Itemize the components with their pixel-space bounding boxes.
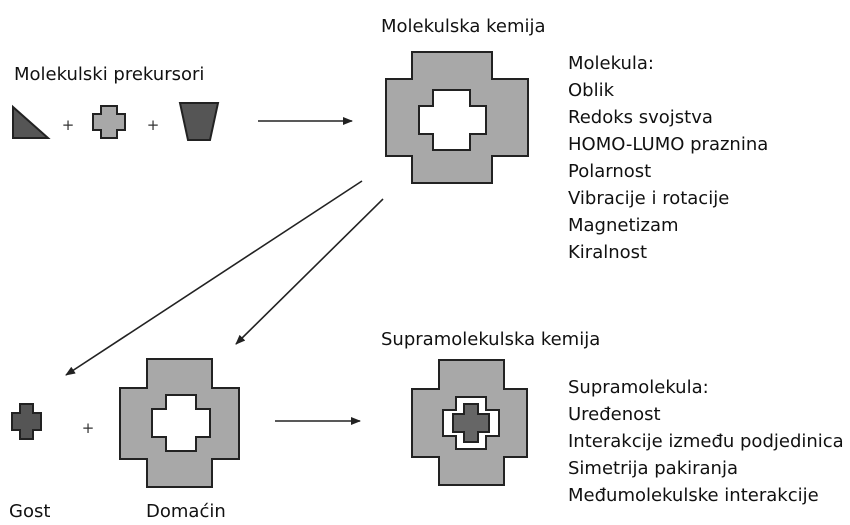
bound-guest-shape — [452, 403, 490, 443]
molecule-property: Vibracije i rotacije — [568, 188, 730, 209]
supramolecule-property: Međumolekulske interakcije — [568, 485, 819, 506]
arrow-to-host — [235, 198, 384, 345]
supramolecule-heading: Supramolekula: — [568, 377, 709, 398]
supramolecule-property: Interakcije između podjedinica — [568, 431, 844, 452]
molecule-cavity — [418, 89, 487, 151]
host-cavity — [151, 394, 211, 452]
trapezoid-precursor — [178, 102, 220, 141]
plus-sign: + — [62, 116, 75, 134]
supramolecule-property: Uređenost — [568, 404, 661, 425]
molecule-property: Kiralnost — [568, 242, 648, 263]
triangle-precursor — [12, 104, 51, 139]
molecule-property: Magnetizam — [568, 215, 679, 236]
supramolecular-chemistry-label: Supramolekulska kemija — [381, 329, 601, 350]
precursors-label: Molekulski prekursori — [14, 64, 205, 85]
supramolecule-property: Simetrija pakiranja — [568, 458, 738, 479]
plus-sign: + — [147, 116, 160, 134]
molecule-property: HOMO-LUMO praznina — [568, 134, 769, 155]
molecule-property: Redoks svojstva — [568, 107, 713, 128]
molecule-heading: Molekula: — [568, 53, 654, 74]
guest-shape — [11, 403, 42, 440]
molecular-chemistry-label: Molekulska kemija — [381, 16, 546, 37]
cross-precursor — [92, 105, 126, 139]
arrow-to-guest — [65, 180, 363, 376]
host-label: Domaćin — [146, 501, 226, 522]
guest-label: Gost — [9, 501, 51, 522]
plus-sign: + — [82, 419, 95, 437]
molecule-property: Oblik — [568, 80, 615, 101]
molecule-properties-list: Oblik Redoks svojstva HOMO-LUMO praznina… — [568, 77, 768, 266]
molecule-property: Polarnost — [568, 161, 652, 182]
supramolecule-properties-list: Uređenost Interakcije između podjedinica… — [568, 401, 844, 509]
